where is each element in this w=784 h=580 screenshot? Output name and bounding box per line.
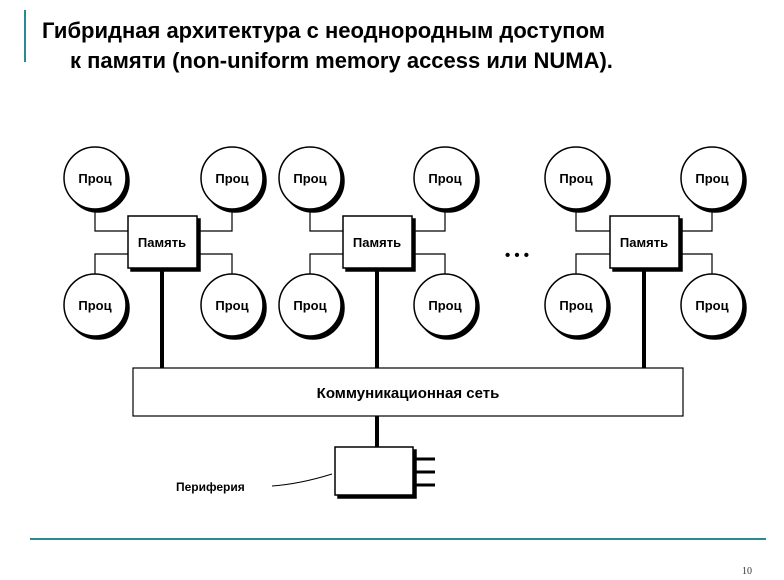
- node-3-processor-4-label: Проц: [695, 298, 728, 313]
- slide-title-line-1: Гибридная архитектура с неоднородным дос…: [42, 18, 605, 43]
- node-3-memory-box: [609, 215, 680, 269]
- node-3-processor-2: [680, 146, 744, 210]
- node-2-processor-4: [413, 273, 477, 337]
- node-2-processor-3: [278, 273, 342, 337]
- node-1-processor-2: [200, 146, 264, 210]
- node-1-processor-3-label: Проц: [78, 298, 111, 313]
- node-2-memory-box: [342, 215, 413, 269]
- communication-network-label: Коммуникационная сеть: [317, 385, 500, 402]
- node-1-processor-4: [200, 273, 264, 337]
- node-2-processor-2: [413, 146, 477, 210]
- bottom-accent-rule: [30, 538, 766, 540]
- page-number: 10: [742, 566, 752, 577]
- peripheral-connector-pins: [413, 457, 435, 487]
- peripheral-label: Периферия: [176, 480, 245, 494]
- numa-node-3: Память Проц Проц Проц Проц: [544, 146, 744, 368]
- ellipsis-more-nodes: • • •: [505, 247, 529, 264]
- slide-title-line-2: к памяти (non-uniform memory access или …: [70, 48, 613, 73]
- node-3-processor-1: [544, 146, 608, 210]
- numa-node-2: Память Проц Проц Проц Проц: [278, 146, 477, 368]
- slide-title: Гибридная архитектура с неоднородным дос…: [36, 16, 776, 76]
- numa-node-1: Память Проц Проц Проц Проц: [63, 146, 264, 368]
- node-1-processor-4-label: Проц: [215, 298, 248, 313]
- node-2-processor-3-label: Проц: [293, 298, 326, 313]
- node-3-processor-1-label: Проц: [559, 171, 592, 186]
- node-1-memory-label: Память: [138, 235, 186, 250]
- node-1-memory-box: [127, 215, 198, 269]
- node-2-processor-2-label: Проц: [428, 171, 461, 186]
- communication-network-box: [132, 367, 684, 417]
- peripheral-pointer-line: [271, 473, 333, 487]
- node-2-processor-1-label: Проц: [293, 171, 326, 186]
- node-1-processor-1: [63, 146, 127, 210]
- node-1-processor-2-label: Проц: [215, 171, 248, 186]
- node-3-memory-label: Память: [620, 235, 668, 250]
- left-accent-rule: [24, 10, 26, 62]
- node-3-processor-3: [544, 273, 608, 337]
- node-2-processor-4-label: Проц: [428, 298, 461, 313]
- node-2-memory-label: Память: [353, 235, 401, 250]
- peripheral-box: [334, 446, 414, 496]
- node-1-processor-3: [63, 273, 127, 337]
- node-1-processor-1-label: Проц: [78, 171, 111, 186]
- node-3-processor-4: [680, 273, 744, 337]
- node-2-processor-1: [278, 146, 342, 210]
- node-3-processor-3-label: Проц: [559, 298, 592, 313]
- node-3-processor-2-label: Проц: [695, 171, 728, 186]
